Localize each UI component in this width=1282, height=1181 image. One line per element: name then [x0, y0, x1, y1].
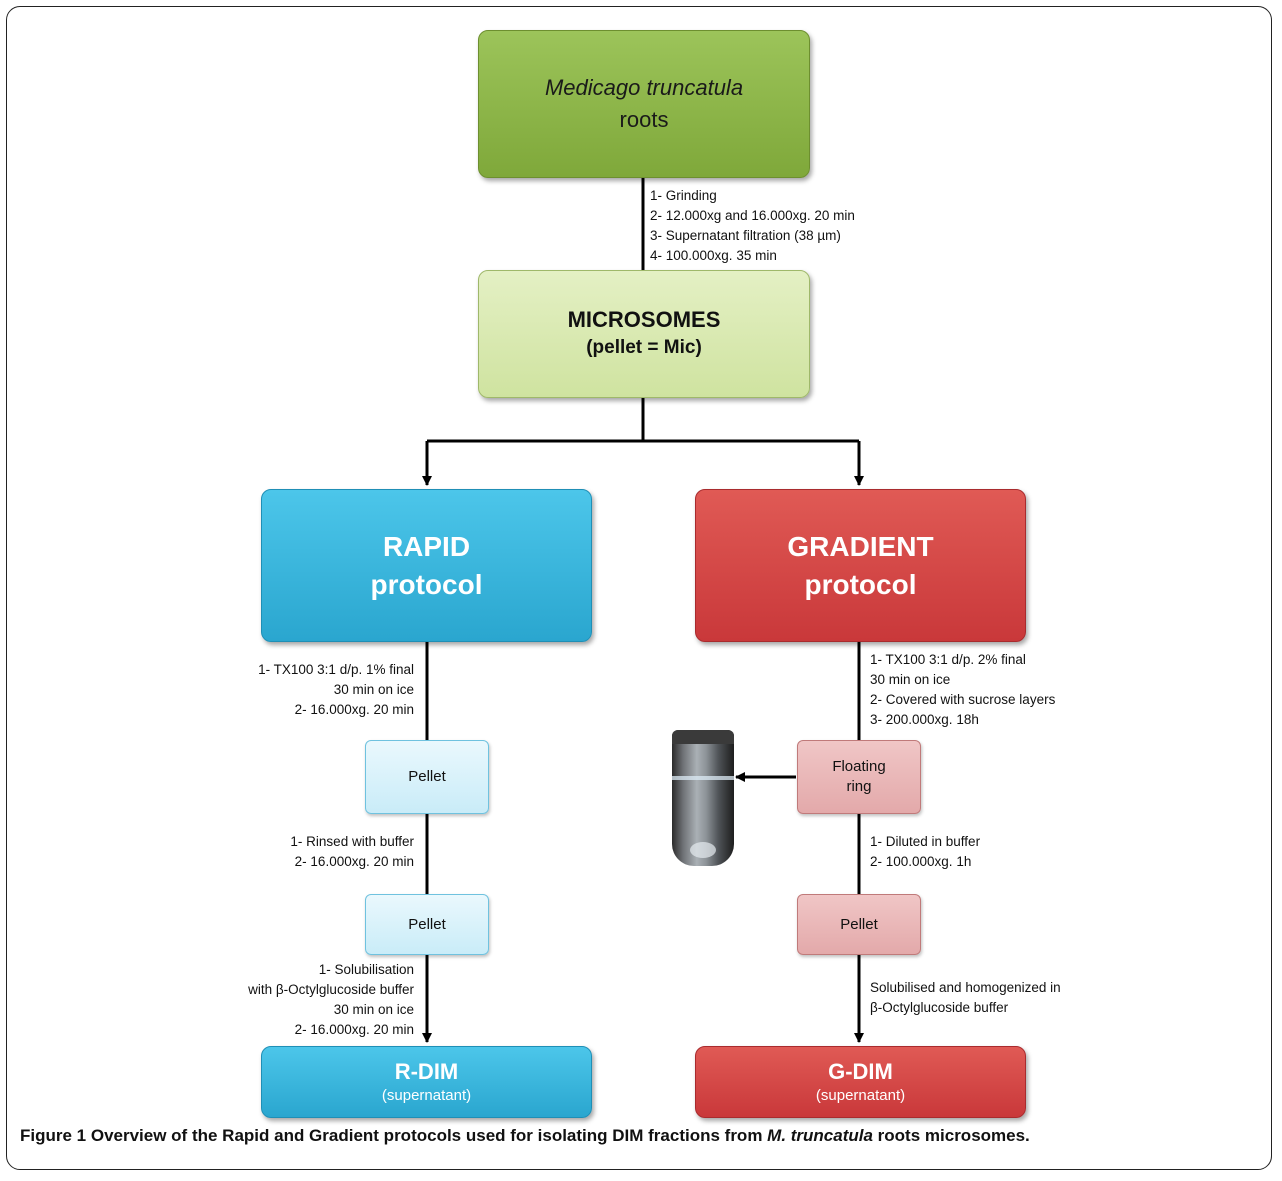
floating-ring-label-1: Floating — [832, 758, 886, 775]
steps-rapid-to-pellet: 1- TX100 3:1 d/p. 1% final 30 min on ice… — [258, 660, 414, 720]
microsomes-box: MICROSOMES (pellet = Mic) — [478, 270, 810, 398]
pellet-label: Pellet — [408, 768, 446, 785]
step-line: 30 min on ice — [333, 1002, 414, 1017]
rapid-subtitle: protocol — [370, 568, 483, 600]
steps-pellet-to-rdim: 1- Solubilisation with β-Octylglucoside … — [248, 960, 414, 1040]
rapid-pellet-1: Pellet — [365, 740, 489, 814]
step-line: Solubilised and homogenized in — [870, 980, 1061, 995]
step-line: β-Octylglucoside buffer — [870, 1000, 1009, 1015]
step-line: 3- Supernatant filtration (38 µm) — [650, 228, 841, 243]
steps-pellet-to-pellet: 1- Rinsed with buffer 2- 16.000xg. 20 mi… — [290, 832, 414, 872]
steps-ring-to-pellet: 1- Diluted in buffer 2- 100.000xg. 1h — [870, 832, 980, 872]
floating-ring-box: Floating ring — [797, 740, 921, 814]
gradient-title: GRADIENT — [787, 530, 934, 562]
step-line: 2- 16.000xg. 20 min — [294, 854, 414, 869]
roots-species-label: Medicago truncatula — [544, 75, 744, 100]
steps-roots-to-microsomes: 1- Grinding 2- 12.000xg and 16.000xg. 20… — [650, 186, 855, 266]
pellet-label: Pellet — [408, 915, 446, 933]
gradient-subtitle: protocol — [804, 568, 917, 600]
caption-prefix: Figure 1 Overview of the Rapid and Gradi… — [20, 1126, 768, 1145]
step-line: 30 min on ice — [870, 672, 951, 687]
rapid-pellet-2: Pellet — [365, 894, 489, 955]
microsomes-subtitle: (pellet = Mic) — [586, 337, 702, 358]
tube-cap — [672, 730, 734, 744]
r-dim-title: R-DIM — [394, 1059, 459, 1084]
step-line: 2- 12.000xg and 16.000xg. 20 min — [650, 208, 855, 223]
g-dim-subtitle: (supernatant) — [815, 1087, 906, 1104]
tube-floating-ring — [672, 776, 734, 780]
step-line: 1- Grinding — [650, 188, 717, 203]
step-line: 4- 100.000xg. 35 min — [650, 248, 777, 263]
step-line: 1- TX100 3:1 d/p. 2% final — [870, 652, 1026, 667]
centrifuge-tube-photo — [672, 730, 734, 866]
g-dim-box: G-DIM (supernatant) — [695, 1046, 1026, 1118]
caption-suffix: roots microsomes. — [872, 1126, 1030, 1145]
step-line: 3- 200.000xg. 18h — [870, 712, 979, 727]
figure-caption: Figure 1 Overview of the Rapid and Gradi… — [20, 1126, 1030, 1146]
r-dim-subtitle: (supernatant) — [381, 1087, 472, 1104]
floating-ring-label-2: ring — [846, 778, 872, 795]
step-line: 1- Rinsed with buffer — [290, 834, 414, 849]
step-line: 30 min on ice — [333, 682, 414, 697]
r-dim-box: R-DIM (supernatant) — [261, 1046, 592, 1118]
caption-species: M. truncatula — [767, 1126, 873, 1145]
step-line: 2- 100.000xg. 1h — [870, 854, 972, 869]
roots-box: Medicago truncatula roots — [478, 30, 810, 178]
step-line: 2- 16.000xg. 20 min — [294, 702, 414, 717]
step-line: 1- Diluted in buffer — [870, 834, 981, 849]
rapid-title: RAPID — [382, 530, 471, 562]
pellet-label: Pellet — [840, 915, 878, 933]
gradient-protocol-box: GRADIENT protocol — [695, 489, 1026, 642]
microsomes-title: MICROSOMES — [567, 307, 721, 332]
roots-label: roots — [619, 107, 669, 132]
step-line: 1- TX100 3:1 d/p. 1% final — [258, 662, 414, 677]
rapid-protocol-box: RAPID protocol — [261, 489, 592, 642]
steps-pellet-to-gdim: Solubilised and homogenized in β-Octylgl… — [870, 978, 1061, 1018]
tube-bottom — [690, 842, 716, 858]
gradient-pellet: Pellet — [797, 894, 921, 955]
step-line: with β-Octylglucoside buffer — [248, 982, 414, 997]
g-dim-title: G-DIM — [828, 1059, 893, 1084]
step-line: 2- 16.000xg. 20 min — [294, 1022, 414, 1037]
steps-gradient-to-ring: 1- TX100 3:1 d/p. 2% final 30 min on ice… — [870, 650, 1055, 730]
step-line: 1- Solubilisation — [318, 962, 414, 977]
figure-frame — [6, 6, 1272, 1170]
step-line: 2- Covered with sucrose layers — [870, 692, 1056, 707]
